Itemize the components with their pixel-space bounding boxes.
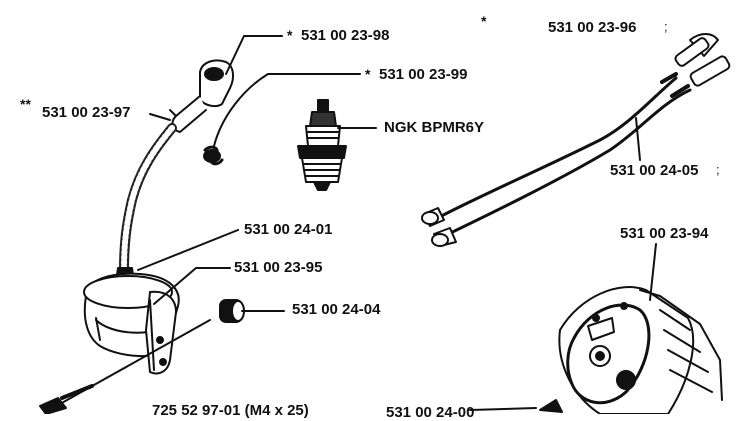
mark-boot: * <box>287 27 293 43</box>
label-cable: 531 00 24-05 <box>610 162 699 179</box>
mark-cable-top: * <box>481 13 487 29</box>
label-spring: 531 00 23-99 <box>379 66 468 83</box>
ht-lead <box>119 123 177 275</box>
label-lead: 531 00 23-97 <box>42 104 131 121</box>
spring <box>203 145 224 166</box>
spark-plug <box>297 99 347 191</box>
label-flywheel: 531 00 23-94 <box>620 225 709 242</box>
label-plug: NGK BPMR6Y <box>384 119 485 136</box>
label-boot: 531 00 23-98 <box>301 27 390 44</box>
screw <box>39 384 94 414</box>
label-bracket: 531 00 23-95 <box>234 259 323 276</box>
ignition-coil <box>83 267 180 375</box>
cable-harness <box>421 33 731 247</box>
label-coil: 531 00 24-01 <box>244 221 333 238</box>
mark-spring: * <box>365 66 371 82</box>
leader-spring <box>213 73 361 147</box>
mark-lead: ** <box>20 96 31 112</box>
label-cable-top: 531 00 23-96 <box>548 19 637 36</box>
leader-bottom-part <box>469 407 537 411</box>
label-spacer: 531 00 24-04 <box>292 301 381 318</box>
label-screw: 725 52 97-01 (M4 x 25) <box>152 402 309 419</box>
leader-cable <box>635 117 641 161</box>
tick-cable-top: ; <box>664 19 668 34</box>
label-bottom-part: 531 00 24-00 <box>386 404 475 421</box>
leader-boot <box>225 35 245 75</box>
leader-coil <box>137 229 239 271</box>
tick-cable: ; <box>716 162 720 177</box>
leader-bracket <box>153 267 231 305</box>
leader-lead <box>149 113 171 121</box>
spark-plug-boot <box>169 59 235 133</box>
flywheel <box>539 286 723 414</box>
leader-flywheel <box>649 243 657 301</box>
spacer <box>219 299 245 323</box>
